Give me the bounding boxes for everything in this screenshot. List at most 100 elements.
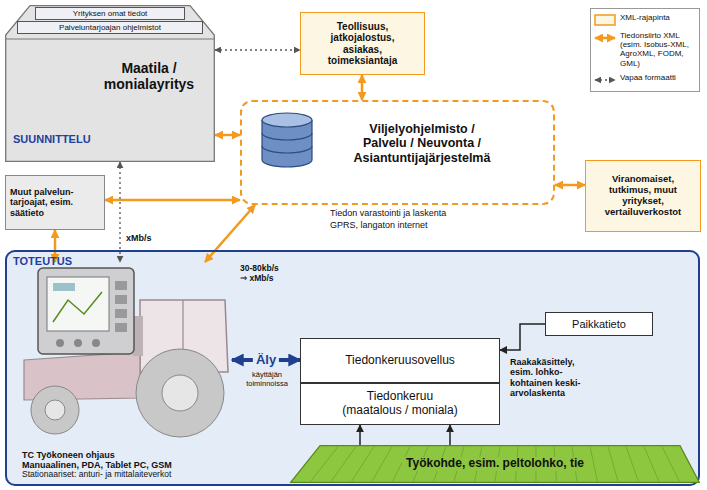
connector: [215, 49, 300, 50]
node-text: Viranomaiset, tutkimus, muut yritykset, …: [597, 174, 689, 218]
connector: [359, 425, 361, 445]
annotation-text: Raakakäsittely, esim. lohko- kohtainen k…: [510, 357, 598, 398]
field-row: [352, 447, 375, 482]
node-body: Tiedonkeruu (maatalous / moniala): [301, 384, 499, 424]
legend-text: XML-rajapinta: [620, 13, 696, 22]
field-row: [590, 447, 598, 482]
legend-text: Vapaa formaatti: [620, 73, 696, 82]
legend-row: XML-rajapinta: [594, 13, 696, 26]
database-top: [262, 113, 312, 127]
node-text: TOTEUTUS: [13, 255, 133, 268]
node-body: Palveluntarjoajan ohjelmistot: [18, 22, 202, 33]
node-body: Työkohde, esim. peltolohko, tie: [290, 445, 700, 483]
node-text: Paikkatieto: [572, 318, 626, 331]
terminal-button: [115, 323, 127, 332]
roof-line: [6, 39, 215, 40]
authority-box: Viranomaiset, tutkimus, muut yritykset, …: [585, 160, 701, 232]
roof-band: Palveluntarjoajan ohjelmistot: [17, 21, 203, 34]
label-slot: 30-80kb/s ⇒ xMb/s: [240, 264, 288, 284]
node-text: Tiedonkeruu (maatalous / moniala): [338, 390, 462, 418]
process-box: Paikkatieto: [545, 312, 653, 336]
provider-box: Muut palvelun- tarjoajat, esim. säätieto: [5, 175, 105, 230]
field-row: [372, 447, 392, 482]
label-slot: GPRS, langaton internet: [330, 220, 550, 230]
annotation-text: GPRS, langaton internet: [330, 220, 550, 230]
text-slot: TOTEUTUS: [13, 255, 133, 268]
legend-swatch: [594, 74, 616, 86]
annotation-text: käyttäjän toiminnoissa: [236, 371, 298, 388]
panel-fill: [5, 250, 700, 486]
legend-interface-box: [595, 15, 615, 25]
node-text: TC Työkoneen ohjaus: [20, 450, 117, 460]
field-row: [644, 447, 659, 482]
node-body: Teollisuus, jatkojalostus, asiakas, toim…: [301, 13, 424, 74]
connector: [119, 162, 120, 262]
label-slot: xMb/s: [125, 233, 153, 243]
legend-row: Tiedonsiirto XML (esim. Isobus-XML, Agro…: [594, 31, 696, 68]
connector: [215, 134, 240, 137]
front-hub: [45, 400, 65, 420]
tractor-illustration: [24, 268, 228, 437]
field-row: [662, 447, 680, 482]
database-ring: [262, 133, 312, 140]
terminal-button: [115, 295, 127, 304]
connector: [500, 324, 545, 350]
legend-transfer-line: [595, 37, 615, 40]
node-text: Työkohde, esim. peltolohko, tie: [402, 457, 588, 471]
node-body: Paikkatieto: [546, 313, 652, 335]
implementation-panel: TC Työkoneen ohjausManuaalinen, PDA, Tab…: [5, 250, 700, 486]
connector-label: xMb/s: [125, 233, 153, 243]
service-box: Viljelyohjelmisto / Palvelu / Neuvonta /…: [240, 100, 555, 205]
terminal-button: [115, 281, 127, 290]
house-shape: [6, 6, 215, 162]
node-text: Muut palvelun- tarjoajat, esim. säätieto: [10, 187, 100, 218]
legend-free-line: [595, 79, 615, 80]
connector: [105, 199, 240, 202]
label-slot: Raakakäsittely, esim. lohko- kohtainen k…: [510, 357, 598, 398]
legend-text: Tiedonsiirto XML (esim. Isobus-XML, Agro…: [620, 31, 696, 68]
screen-detail: [53, 283, 75, 291]
node-text: Palveluntarjoajan ohjelmistot: [59, 22, 161, 33]
label-slot: Äly: [253, 353, 279, 368]
node-text: SUUNNITTELU: [13, 133, 133, 146]
node-body: Muut palvelun- tarjoajat, esim. säätieto: [6, 176, 104, 229]
field-row: [311, 447, 339, 482]
connector-label: Äly: [253, 353, 279, 368]
annotation-text: Tiedon varastointi ja laskenta: [330, 208, 550, 218]
legend-swatch: [594, 32, 616, 44]
roof-band: Yrityksen omat tiedot: [35, 7, 185, 20]
text-slot: Viljelyohjelmisto / Palvelu / Neuvonta /…: [347, 122, 497, 165]
terminal-knob: [92, 339, 100, 347]
rear-wheel: [136, 349, 224, 437]
text-slot: Maatila / monialayritys: [90, 60, 208, 92]
legend-row: Vapaa formaatti: [594, 73, 696, 86]
process-box: Tiedonkeruusovellus: [300, 338, 500, 383]
node-body: Viranomaiset, tutkimus, muut yritykset, …: [586, 161, 700, 231]
connector: [361, 75, 364, 100]
connector: [449, 425, 451, 445]
process-box: Tiedonkeruu (maatalous / moniala): [300, 383, 500, 425]
node-body: TC Työkoneen ohjausManuaalinen, PDA, Tab…: [18, 262, 232, 482]
text-slot: SUUNNITTELU: [13, 133, 133, 146]
node-text: Viljelyohjelmisto / Palvelu / Neuvonta /…: [347, 122, 497, 165]
front-wheel: [31, 386, 79, 434]
legend-box: XML-rajapintaTiedonsiirto XML (esim. Iso…: [590, 8, 700, 92]
label-slot: Tiedon varastointi ja laskenta: [330, 208, 550, 218]
field-shape: [291, 446, 700, 483]
terminal-knob: [56, 339, 64, 347]
connector: [205, 205, 255, 262]
terminal-screen: [47, 277, 109, 331]
house-box: Yrityksen omat tiedotPalveluntarjoajan o…: [5, 5, 215, 162]
rear-hub: [162, 375, 198, 411]
node-text: Tiedonkeruusovellus: [345, 354, 455, 368]
field-trapezoid: Työkohde, esim. peltolohko, tie: [290, 445, 700, 483]
terminal-body: [38, 268, 134, 354]
label-slot: käyttäjän toiminnoissa: [236, 371, 298, 388]
field-row: [626, 447, 639, 482]
partner-box: Teollisuus, jatkojalostus, asiakas, toim…: [300, 12, 425, 75]
node-text: Yrityksen omat tiedot: [73, 8, 148, 19]
connector: [555, 184, 585, 187]
field-row: [608, 447, 618, 482]
